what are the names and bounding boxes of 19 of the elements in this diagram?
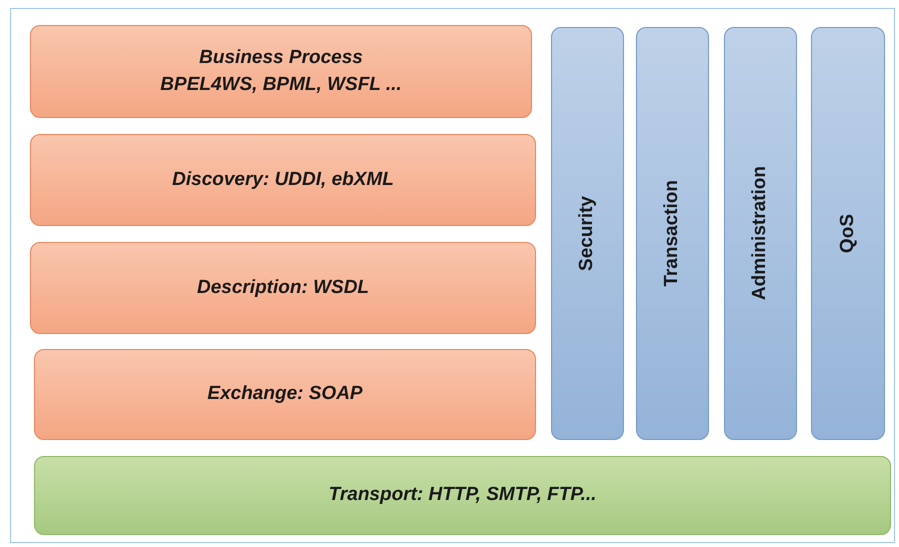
layer-label: Administration: [748, 166, 772, 301]
layer-box: [551, 27, 624, 440]
layer-label: Security: [575, 196, 598, 271]
layer-label: Description: WSDL: [196, 276, 370, 300]
layer-box: [30, 25, 532, 118]
layer-box: [811, 27, 885, 440]
layer-box: [34, 456, 891, 535]
layer-box: [636, 27, 709, 440]
layer-box: [30, 242, 536, 334]
layer-label: Discovery: UDDI, ebXML: [172, 168, 394, 192]
layer-label: Transport: HTTP, SMTP, FTP...: [328, 483, 596, 508]
layer-box: [724, 27, 797, 440]
layer-detail: BPEL4WS, BPML, WSFL ...: [160, 72, 402, 96]
layer-box: [34, 349, 536, 440]
layer-label: QoS: [836, 214, 859, 254]
layer-box: [30, 134, 536, 226]
layer-label: Transaction: [660, 180, 684, 287]
layer-label: Exchange: SOAP: [207, 382, 363, 406]
layer-label: Business Process: [199, 46, 363, 70]
